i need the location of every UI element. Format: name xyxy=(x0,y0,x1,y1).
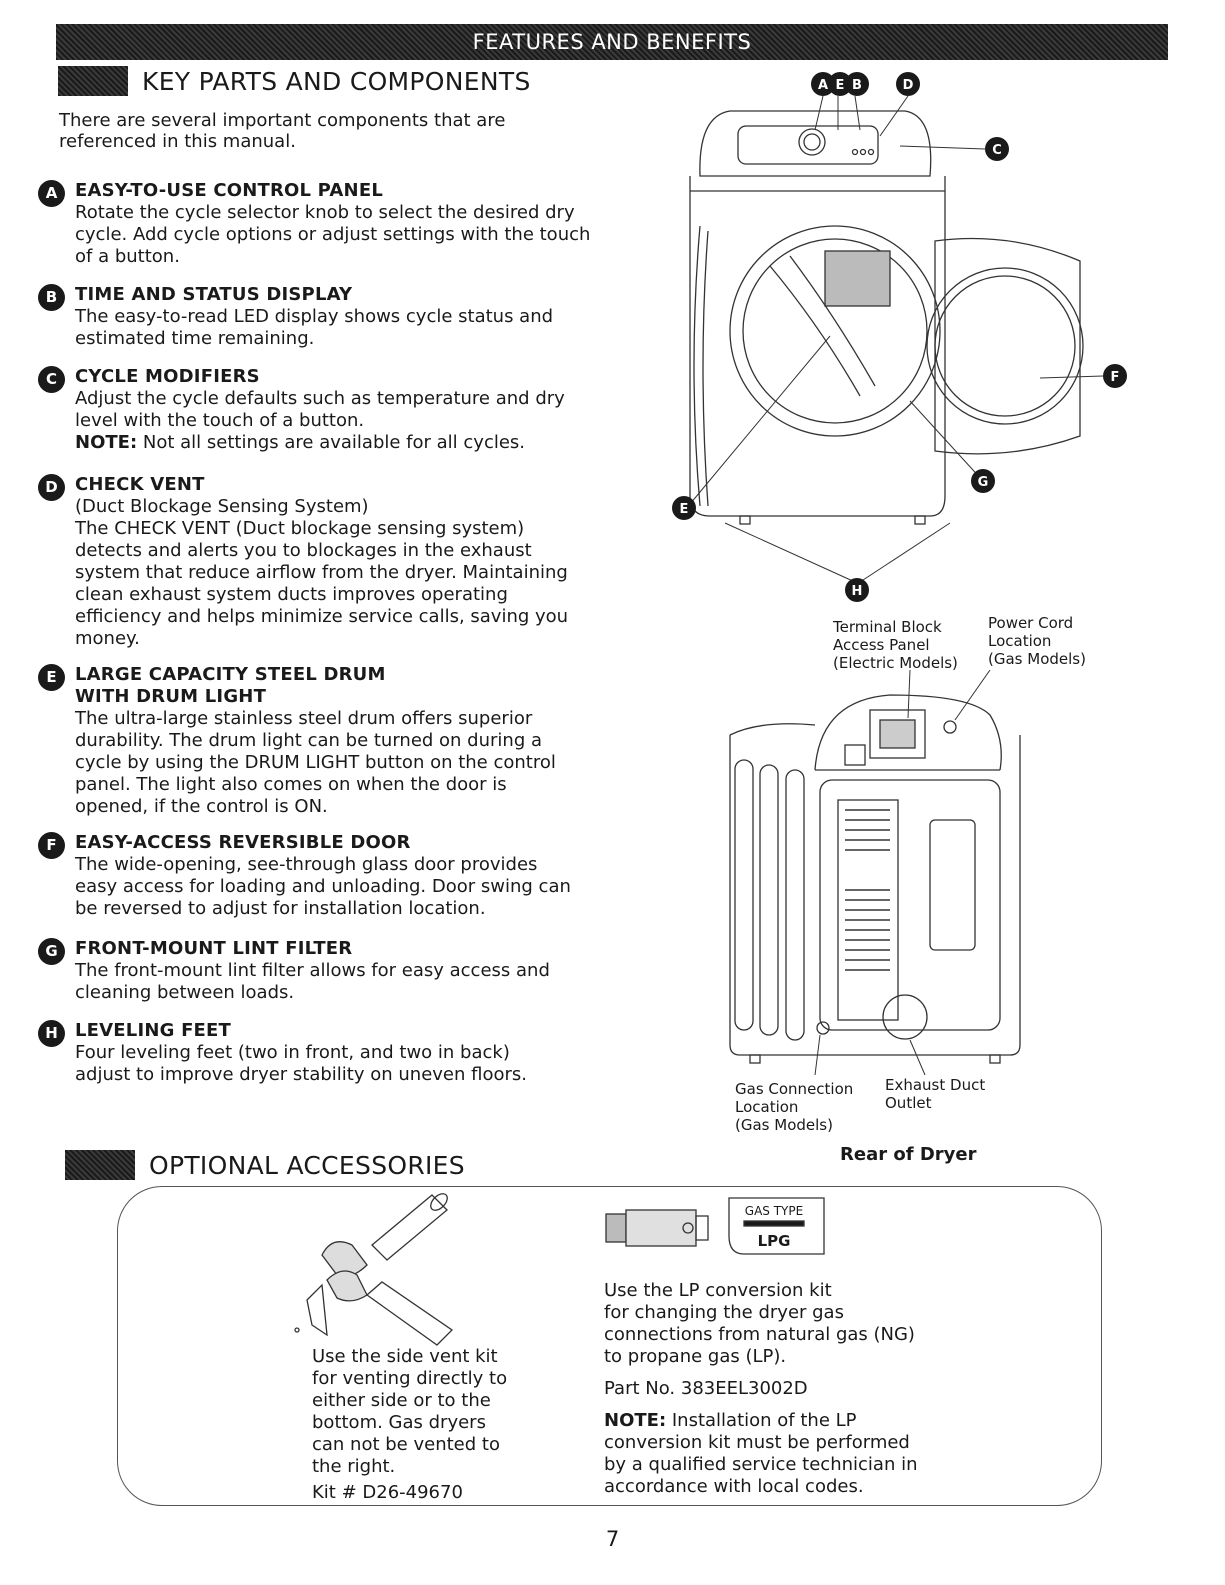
text-line: Use the LP conversion kit xyxy=(604,1280,832,1301)
badge-f: F xyxy=(38,832,65,859)
item-body: Rotate the cycle selector knob to select… xyxy=(75,202,591,267)
item-title: EASY-ACCESS REVERSIBLE DOOR xyxy=(75,832,411,853)
item-e: E LARGE CAPACITY STEEL DRUM WITH DRUM LI… xyxy=(38,664,598,818)
power-cord-label: Power Cord Location (Gas Models) xyxy=(988,614,1086,668)
label-line: Location xyxy=(735,1098,799,1116)
text-line: bottom. Gas dryers xyxy=(312,1412,486,1433)
lp-note: NOTE: Installation of the LP xyxy=(604,1410,918,1432)
note-label: NOTE: xyxy=(604,1410,667,1431)
item-title: FRONT-MOUNT LINT FILTER xyxy=(75,938,353,959)
label-line: (Gas Models) xyxy=(988,650,1086,668)
text-line: for changing the dryer gas xyxy=(604,1302,844,1323)
item-b: B TIME AND STATUS DISPLAY The easy-to-re… xyxy=(38,284,598,350)
gas-connection-label: Gas Connection Location (Gas Models) xyxy=(735,1080,853,1134)
callout-e-2: E xyxy=(680,502,689,517)
item-g: G FRONT-MOUNT LINT FILTER The front-moun… xyxy=(38,938,598,1004)
callout-b: B xyxy=(852,78,862,93)
badge-a: A xyxy=(38,180,65,207)
item-note: NOTE: Not all settings are available for… xyxy=(75,432,598,454)
lpg-tag: LPG xyxy=(758,1232,791,1250)
side-vent-kit-number: Kit # D26-49670 xyxy=(312,1482,463,1503)
key-parts-title: KEY PARTS AND COMPONENTS xyxy=(142,66,531,96)
accessories-heading: OPTIONAL ACCESSORIES xyxy=(65,1150,465,1180)
accessories-title: OPTIONAL ACCESSORIES xyxy=(149,1150,465,1180)
text-line: can not be vented to xyxy=(312,1434,500,1455)
item-title-2: WITH DRUM LIGHT xyxy=(75,686,267,707)
item-body: Adjust the cycle defaults such as temper… xyxy=(75,388,565,431)
badge-g: G xyxy=(38,938,65,965)
badge-b: B xyxy=(38,284,65,311)
item-c: C CYCLE MODIFIERS Adjust the cycle defau… xyxy=(38,366,598,454)
text-line: accordance with local codes. xyxy=(604,1476,864,1497)
item-title: LEVELING FEET xyxy=(75,1020,232,1041)
text-line: either side or to the xyxy=(312,1390,491,1411)
item-title: EASY-TO-USE CONTROL PANEL xyxy=(75,180,383,201)
text-line: the right. xyxy=(312,1456,396,1477)
badge-d: D xyxy=(38,474,65,501)
heading-bar xyxy=(65,1150,135,1180)
gas-type-tag: GAS TYPE xyxy=(745,1204,803,1218)
item-a: A EASY-TO-USE CONTROL PANEL Rotate the c… xyxy=(38,180,598,268)
callout-d: D xyxy=(903,78,914,93)
item-body: The easy-to-read LED display shows cycle… xyxy=(75,306,554,349)
item-title: LARGE CAPACITY STEEL DRUM xyxy=(75,664,386,685)
text-line: conversion kit must be performed xyxy=(604,1432,910,1453)
text-line: for venting directly to xyxy=(312,1368,508,1389)
item-title: CYCLE MODIFIERS xyxy=(75,366,260,387)
badge-h: H xyxy=(38,1020,65,1047)
lp-kit-illustration: GAS TYPE LPG xyxy=(605,1197,825,1255)
item-h: H LEVELING FEET Four leveling feet (two … xyxy=(38,1020,598,1086)
label-line: Power Cord xyxy=(988,614,1074,632)
key-parts-heading: KEY PARTS AND COMPONENTS xyxy=(58,66,531,96)
item-title: TIME AND STATUS DISPLAY xyxy=(75,284,353,305)
item-d: D CHECK VENT (Duct Blockage Sensing Syst… xyxy=(38,474,598,650)
note-text: Not all settings are available for all c… xyxy=(137,432,526,453)
lp-part-number: Part No. 383EEL3002D xyxy=(604,1378,808,1399)
exhaust-label: Exhaust Duct Outlet xyxy=(885,1076,985,1112)
item-body: The CHECK VENT (Duct blockage sensing sy… xyxy=(75,518,569,649)
label-line: Exhaust Duct xyxy=(885,1076,986,1094)
callout-h: H xyxy=(852,584,863,599)
item-body: The ultra-large stainless steel drum off… xyxy=(75,708,556,817)
badge-e: E xyxy=(38,664,65,691)
text-line: connections from natural gas (NG) xyxy=(604,1324,915,1345)
text-line: by a qualified service technician in xyxy=(604,1454,918,1475)
callout-c: C xyxy=(992,143,1002,158)
label-line: Access Panel xyxy=(833,636,930,654)
callout-a: A xyxy=(818,78,828,93)
key-parts-intro: There are several important components t… xyxy=(59,110,506,152)
lp-kit-description: Use the LP conversion kit for changing t… xyxy=(604,1280,918,1498)
text-line: to propane gas (LP). xyxy=(604,1346,787,1367)
item-title: CHECK VENT xyxy=(75,474,205,495)
side-vent-description: Use the side vent kit for venting direct… xyxy=(312,1346,507,1504)
item-body: The wide-opening, see-through glass door… xyxy=(75,854,571,919)
label-line: (Gas Models) xyxy=(735,1116,833,1134)
side-vent-kit-illustration xyxy=(294,1193,454,1346)
accessories-box xyxy=(117,1186,1102,1506)
rear-dryer-illustration xyxy=(729,670,1021,1076)
terminal-block-label: Terminal Block Access Panel (Electric Mo… xyxy=(833,618,958,672)
callout-g: G xyxy=(978,475,989,490)
item-subtitle: (Duct Blockage Sensing System) xyxy=(75,496,369,517)
callout-f: F xyxy=(1111,370,1120,385)
label-line: Location xyxy=(988,632,1052,650)
text-line: Installation of the LP xyxy=(666,1410,857,1431)
label-line: Terminal Block xyxy=(833,618,942,636)
label-line: Outlet xyxy=(885,1094,932,1112)
item-body: Four leveling feet (two in front, and tw… xyxy=(75,1042,527,1085)
heading-bar xyxy=(58,66,128,96)
rear-caption: Rear of Dryer xyxy=(840,1144,977,1165)
label-line: Gas Connection xyxy=(735,1080,854,1098)
item-f: F EASY-ACCESS REVERSIBLE DOOR The wide-o… xyxy=(38,832,598,920)
page-number: 7 xyxy=(605,1527,620,1551)
label-line: (Electric Models) xyxy=(833,654,958,672)
callout-e: E xyxy=(836,78,845,93)
front-dryer-illustration: A E B D C F G E H xyxy=(672,72,1127,602)
note-label: NOTE: xyxy=(75,432,138,453)
badge-c: C xyxy=(38,366,65,393)
text-line: Use the side vent kit xyxy=(312,1346,498,1367)
page-banner: FEATURES AND BENEFITS xyxy=(56,24,1168,60)
item-body: The front-mount lint filter allows for e… xyxy=(75,960,550,1003)
